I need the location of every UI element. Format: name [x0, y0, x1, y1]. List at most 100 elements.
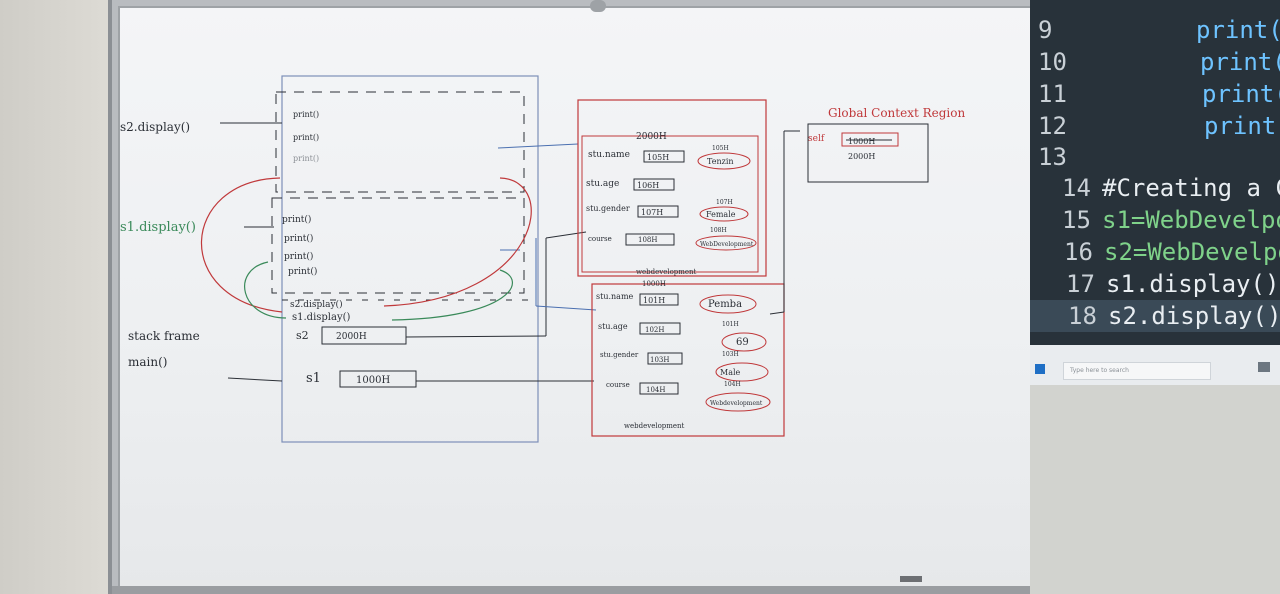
s2-var-box	[321, 326, 407, 345]
field-name: course	[606, 381, 630, 389]
code-text: s1.display()	[1106, 270, 1280, 298]
stack-outer-box	[281, 75, 539, 443]
wall-right	[1030, 385, 1280, 594]
print-call: print()	[293, 133, 319, 142]
s1-var-box	[339, 370, 417, 388]
field-name: stu.name	[596, 292, 634, 301]
red-call-curve	[383, 177, 532, 307]
line-number: 11	[1038, 80, 1067, 108]
code-line: 16 s2=WebDevelpo	[1030, 236, 1280, 268]
code-line: 11 print(	[1030, 78, 1280, 110]
global-title: Global Context Region	[828, 106, 965, 120]
self-box	[841, 132, 899, 147]
s2-ref-line	[405, 335, 547, 338]
field-ref-box	[639, 382, 679, 395]
object-2000-outer	[577, 99, 767, 277]
taskbar-search-input[interactable]: Type here to search	[1063, 362, 1211, 380]
field-ref-box	[639, 322, 681, 335]
field-name: stu.gender	[586, 204, 630, 213]
taskbar-app-icon[interactable]	[1258, 362, 1270, 372]
blue-mark	[535, 305, 597, 311]
red-return-curve	[200, 177, 283, 313]
value-cloud	[697, 152, 751, 170]
value-cloud	[699, 206, 749, 222]
field-name: stu.name	[588, 150, 630, 160]
print-call: print()	[284, 233, 313, 244]
field-value: Tenzin	[707, 157, 734, 166]
line-number: 14	[1062, 174, 1091, 202]
global-box	[807, 123, 929, 183]
object-1000-outer	[591, 283, 785, 437]
field-ref-box	[637, 205, 679, 218]
field-ref-box	[639, 293, 679, 306]
field-value: 69	[736, 337, 749, 348]
self-alt-value: 2000H	[848, 152, 875, 161]
value-addr: 104H	[724, 381, 741, 388]
s2-display-frame	[275, 91, 525, 193]
line-number: 12	[1038, 112, 1067, 140]
whiteboard-drawing: s2.display() s1.display() stack frame ma…	[120, 0, 965, 582]
line-number: 13	[1038, 143, 1067, 171]
value-addr: 107H	[716, 199, 733, 206]
s1-var-value: 1000H	[356, 375, 390, 386]
field-name: stu.age	[586, 179, 619, 189]
self-label: self	[808, 134, 825, 144]
s2-display-label: s2.display()	[120, 120, 190, 134]
value-cloud	[695, 235, 757, 251]
field-ref: 102H	[645, 326, 664, 334]
self-ref-line	[497, 143, 579, 149]
value-addr: 101H	[722, 321, 739, 328]
s1-var-label: s1	[306, 371, 321, 386]
code-line: 13	[1030, 141, 1280, 173]
s1-display-frame	[271, 197, 525, 294]
value-addr: 103H	[722, 351, 739, 358]
field-name: stu.age	[598, 322, 628, 331]
print-call: print()	[293, 154, 319, 163]
field-value: Webdevelopment	[710, 400, 763, 407]
value-addr: 105H	[712, 145, 729, 152]
field-ref: 105H	[647, 153, 669, 162]
print-call: print()	[282, 214, 311, 225]
s1-display-call: s1.display()	[292, 312, 351, 323]
object-1000-class: webdevelopment	[624, 422, 685, 430]
windows-start-icon[interactable]	[1035, 364, 1045, 374]
self-value: 1000H	[848, 137, 875, 146]
field-ref: 106H	[637, 181, 659, 190]
code-text: #Creating a Co	[1102, 174, 1280, 202]
s2-ref-arrow	[545, 231, 587, 239]
line-number: 16	[1064, 238, 1093, 266]
s2-var-value: 2000H	[336, 332, 367, 342]
field-value: Female	[706, 210, 736, 219]
object-1000-address: 1000H	[642, 280, 666, 288]
main-label: main()	[128, 355, 167, 369]
value-addr: 108H	[710, 227, 727, 234]
code-text: print(	[1202, 80, 1280, 108]
print-call: print()	[288, 266, 317, 277]
green-return-curve	[244, 261, 287, 319]
field-ref-box	[643, 150, 685, 163]
field-ref: 104H	[646, 386, 665, 394]
magnet	[590, 0, 606, 12]
green-call-curve	[391, 269, 513, 321]
object-2000-class: webdevelopment	[636, 268, 697, 276]
value-cloud	[699, 294, 757, 314]
line-number: 17	[1066, 270, 1095, 298]
whiteboard	[112, 0, 1042, 594]
field-ref-box	[647, 352, 683, 365]
line-number: 15	[1062, 206, 1091, 234]
field-value: Male	[720, 368, 741, 377]
s2-display-call: s2.display()	[290, 299, 343, 310]
value-cloud	[721, 332, 767, 352]
value-cloud	[705, 392, 771, 412]
field-ref: 101H	[643, 296, 665, 305]
print-call: print()	[284, 251, 313, 262]
code-text: s2.display()	[1108, 302, 1280, 330]
s1-display-label: s1.display()	[120, 220, 196, 235]
code-text: s2=WebDevelpo	[1104, 238, 1280, 266]
